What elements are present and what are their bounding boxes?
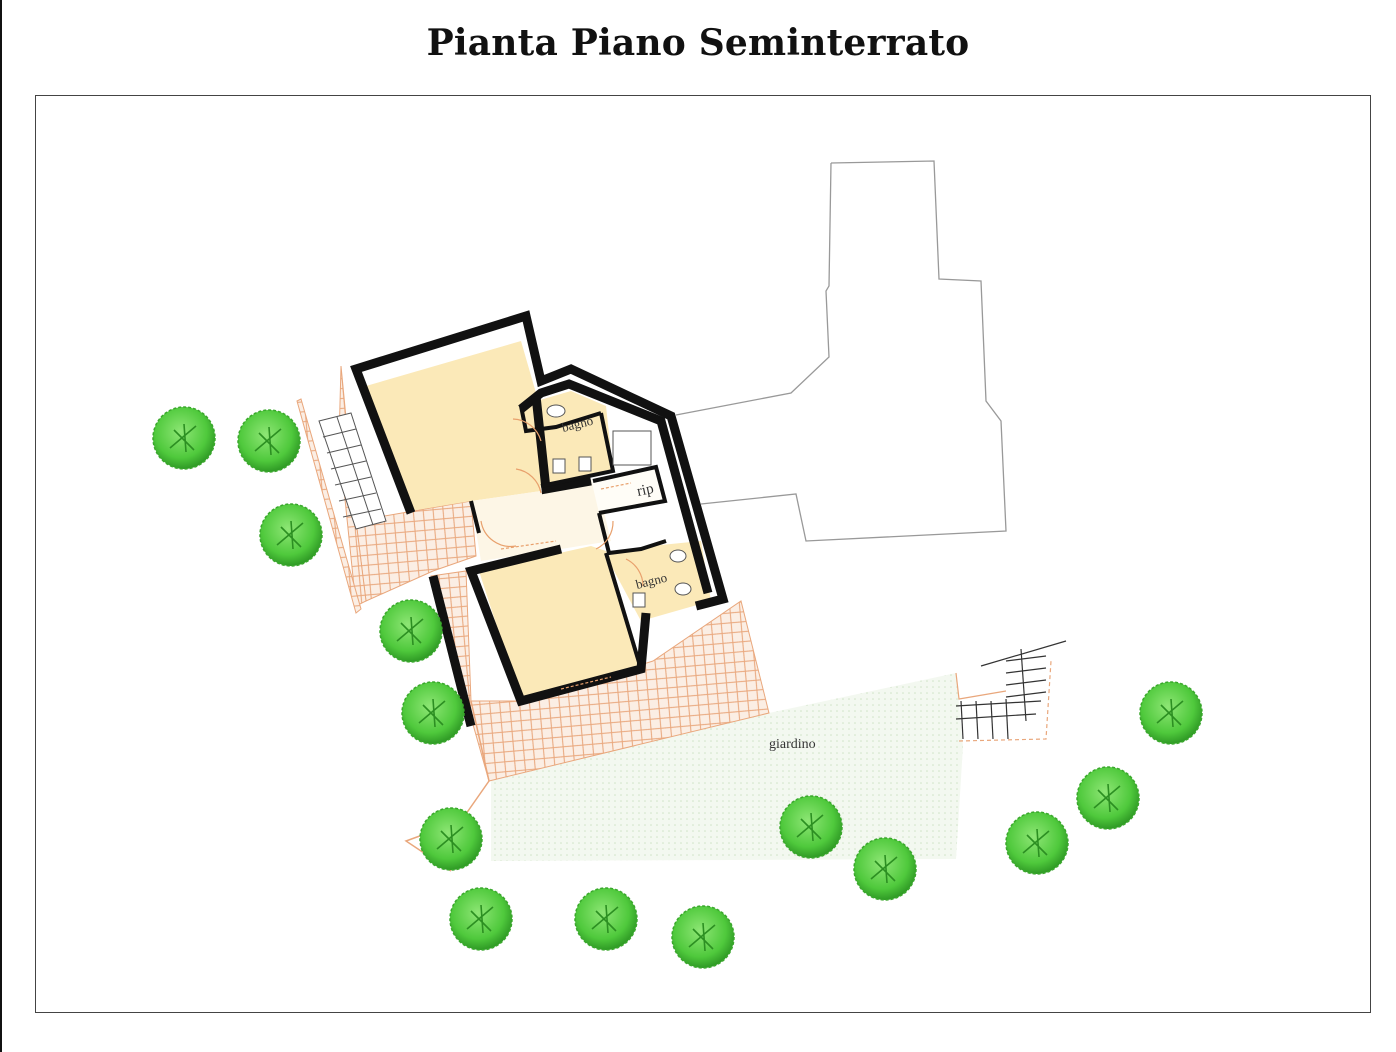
room-lower xyxy=(479,546,641,701)
trees xyxy=(152,406,1203,969)
drawing-frame: bagno rip bagno giardino xyxy=(35,95,1371,1013)
label-giardino: giardino xyxy=(769,737,816,752)
tree-icon xyxy=(671,905,735,969)
page-edge-line xyxy=(0,0,2,1052)
tree-icon xyxy=(259,503,323,567)
garden-area xyxy=(491,673,963,861)
plan-title: Pianta Piano Seminterrato xyxy=(426,22,970,64)
tree-icon xyxy=(1005,811,1069,875)
tree-icon xyxy=(1139,681,1203,745)
tree-icon xyxy=(419,807,483,871)
tree-icon xyxy=(853,837,917,901)
adjacent-building-outline xyxy=(675,160,1007,542)
label-rip: rip xyxy=(636,481,656,500)
stair-right xyxy=(955,640,1067,742)
tree-icon xyxy=(574,887,638,951)
label-bagno-lower: bagno xyxy=(634,570,668,592)
bathroom-fixtures xyxy=(546,404,692,608)
room-corridor xyxy=(471,479,611,561)
tree-icon xyxy=(401,681,465,745)
tree-icon xyxy=(449,887,513,951)
room-bath-lower xyxy=(606,541,711,621)
walls xyxy=(350,310,729,728)
tree-icon xyxy=(779,795,843,859)
room-large-upper xyxy=(366,341,541,511)
tree-icon xyxy=(152,406,216,470)
tree-icon xyxy=(379,599,443,663)
tree-icon xyxy=(1076,766,1140,830)
stair-left xyxy=(318,412,387,530)
inner-walls xyxy=(469,405,668,670)
door-swings xyxy=(480,418,644,690)
floor-plan-drawing: bagno rip bagno giardino xyxy=(152,160,1203,969)
rooms xyxy=(366,341,711,701)
label-bagno-upper: bagno xyxy=(560,413,594,435)
tree-icon xyxy=(237,409,301,473)
